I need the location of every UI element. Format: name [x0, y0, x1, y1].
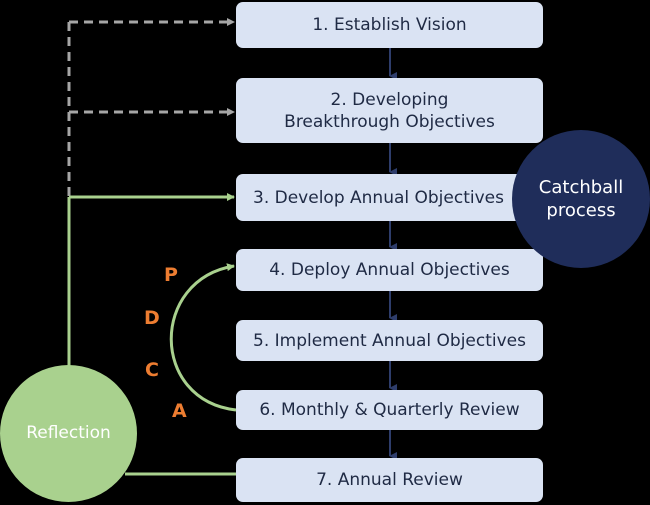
- step-6-label: 6. Monthly & Quarterly Review: [259, 400, 520, 420]
- step-6-box: 6. Monthly & Quarterly Review: [236, 390, 543, 430]
- pdca-letter-d: D: [144, 307, 160, 329]
- pdca-cycle-arc: [169, 263, 237, 412]
- step-1-box: 1. Establish Vision: [236, 2, 543, 48]
- step-2-box: 2. Developing Breakthrough Objectives: [236, 78, 543, 143]
- step-4-label: 4. Deploy Annual Objectives: [269, 260, 510, 280]
- step-7-label: 7. Annual Review: [316, 470, 463, 490]
- step-5-box: 5. Implement Annual Objectives: [236, 320, 543, 361]
- step-3-label: 3. Develop Annual Objectives: [253, 187, 504, 208]
- step-2-label: 2. Developing Breakthrough Objectives: [284, 89, 495, 132]
- pdca-letter-a: A: [172, 400, 187, 422]
- step-3-box: 3. Develop Annual Objectives: [236, 174, 543, 221]
- catchball-process-circle: Catchball process: [512, 130, 650, 268]
- pdca-letter-c: C: [145, 359, 159, 381]
- reflection-circle: Reflection: [0, 365, 137, 502]
- step-5-label: 5. Implement Annual Objectives: [253, 330, 526, 351]
- step-7-box: 7. Annual Review: [236, 458, 543, 502]
- catchball-label: Catchball process: [538, 177, 624, 221]
- reflection-label: Reflection: [26, 423, 111, 443]
- pdca-letter-p: P: [164, 264, 178, 286]
- step-4-box: 4. Deploy Annual Objectives: [236, 249, 543, 291]
- step-1-label: 1. Establish Vision: [312, 15, 467, 35]
